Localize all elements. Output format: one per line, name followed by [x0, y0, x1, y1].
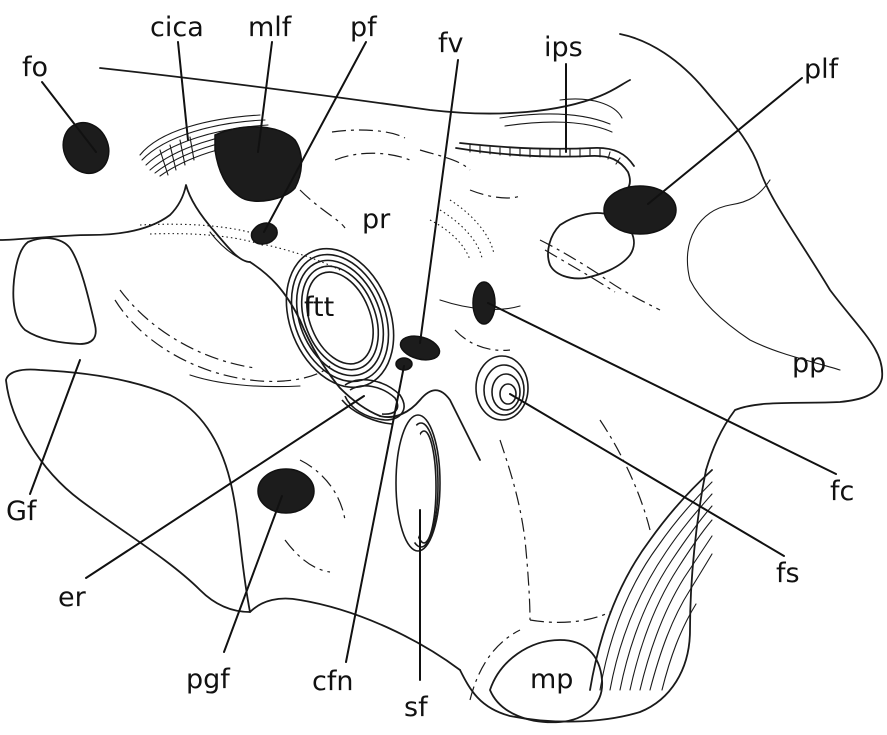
label-pp: pp: [792, 348, 826, 379]
label-pr: pr: [362, 204, 391, 235]
leader-cica: [178, 42, 188, 140]
leader-fc: [488, 303, 836, 474]
leader-er: [86, 396, 364, 578]
foramen-plf: [604, 186, 676, 234]
labels: fo cica mlf pf fv ips plf pr ftt pp Gf f…: [6, 12, 854, 723]
label-pgf: pgf: [186, 664, 231, 695]
label-cfn: cfn: [312, 666, 353, 697]
label-mp: mp: [530, 664, 573, 695]
leader-pgf: [224, 496, 282, 652]
sf-rings: [396, 415, 440, 551]
leader-fs: [510, 394, 784, 556]
foramen-pgf: [258, 469, 314, 513]
gf-process: [13, 238, 95, 344]
leader-plf: [648, 78, 802, 204]
leader-lines: [30, 42, 836, 680]
leader-fv: [420, 60, 458, 343]
fs-rings: [476, 356, 528, 420]
leader-gf: [30, 360, 80, 494]
label-sf: sf: [404, 692, 429, 723]
label-ips: ips: [544, 32, 583, 63]
label-mlf: mlf: [248, 12, 293, 43]
label-cica: cica: [150, 12, 204, 43]
label-gf: Gf: [6, 496, 38, 527]
label-fv: fv: [438, 28, 464, 59]
label-plf: plf: [804, 54, 840, 85]
label-fc: fc: [830, 476, 854, 507]
bone-outline: [0, 34, 882, 722]
label-fo: fo: [22, 52, 48, 83]
foramen-pf: [251, 223, 277, 244]
label-er: er: [58, 582, 87, 613]
label-ftt: ftt: [304, 292, 334, 323]
label-pf: pf: [350, 12, 378, 43]
ftt-rings: [267, 233, 414, 404]
foramen-fo: [55, 115, 117, 181]
foramen-mlf: [215, 127, 301, 201]
foramen-fc: [473, 282, 495, 324]
label-fs: fs: [776, 558, 800, 589]
